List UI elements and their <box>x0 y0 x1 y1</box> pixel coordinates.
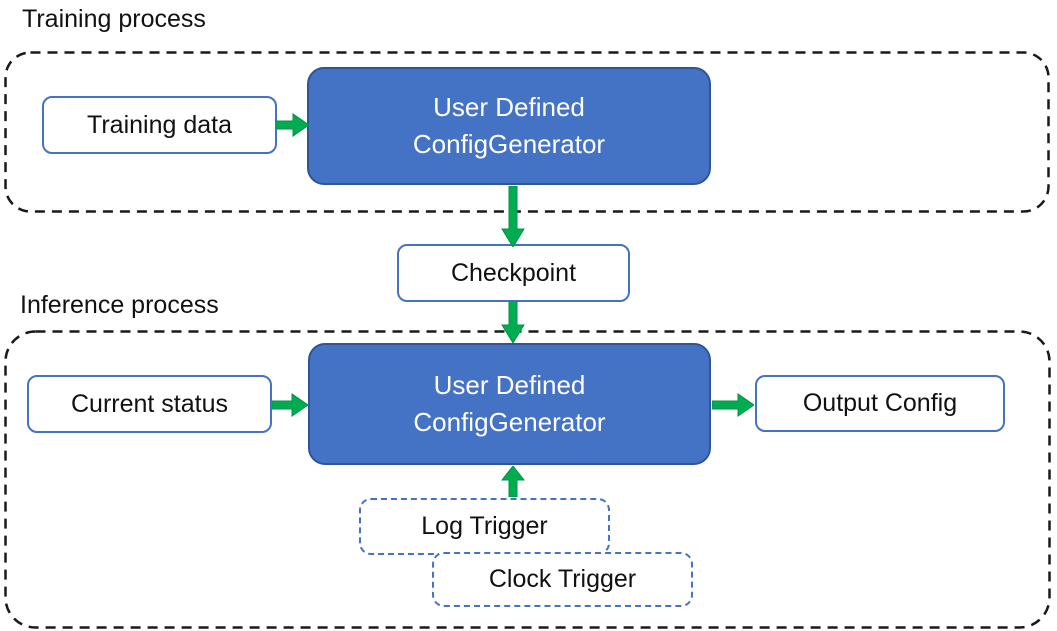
clock-trigger-box: Clock Trigger <box>432 552 693 607</box>
checkpoint-label: Checkpoint <box>450 258 577 287</box>
output-config-box: Output Config <box>755 375 1005 432</box>
training-data-label: Training data <box>87 110 232 139</box>
output-config-label: Output Config <box>802 389 958 417</box>
inference-generator-line1: User Defined <box>433 370 586 400</box>
right-arrow-training-data-to-generator-icon <box>276 113 309 137</box>
inference-config-generator-box: User Defined ConfigGenerator <box>308 343 711 465</box>
down-arrow-generator-to-checkpoint-icon <box>501 186 525 247</box>
right-arrow-generator-to-output-config-icon <box>712 393 754 417</box>
current-status-label: Current status <box>70 389 228 418</box>
training-config-generator-box: User Defined ConfigGenerator <box>307 67 711 185</box>
training-process-container <box>4 51 1050 213</box>
log-trigger-label: Log Trigger <box>421 512 548 540</box>
up-arrow-triggers-to-generator-icon <box>501 466 525 497</box>
checkpoint-box: Checkpoint <box>397 244 630 302</box>
log-trigger-box: Log Trigger <box>359 498 610 555</box>
inference-generator-line2: ConfigGenerator <box>413 407 606 437</box>
down-arrow-checkpoint-to-generator-icon <box>501 301 525 343</box>
clock-trigger-label: Clock Trigger <box>488 565 637 593</box>
training-data-box: Training data <box>42 96 277 154</box>
training-generator-line2: ConfigGenerator <box>412 129 606 159</box>
training-generator-line1: User Defined <box>433 92 585 122</box>
current-status-box: Current status <box>27 375 272 433</box>
training-process-label: Training process <box>22 5 206 33</box>
right-arrow-current-status-to-generator-icon <box>272 393 308 417</box>
inference-process-label: Inference process <box>20 291 219 319</box>
inference-process-container <box>4 330 1051 629</box>
